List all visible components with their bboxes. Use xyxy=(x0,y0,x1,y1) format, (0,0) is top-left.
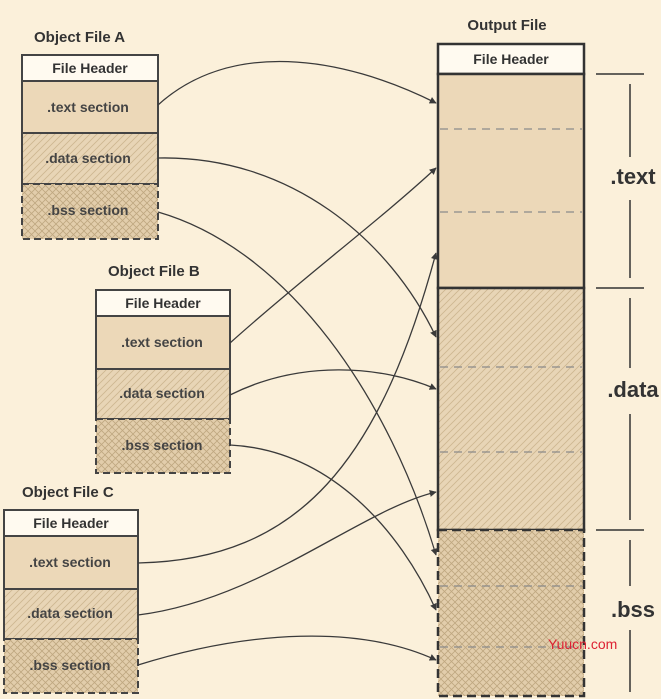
object-b-text-label: .text section xyxy=(121,334,203,350)
output-text-region xyxy=(436,72,586,290)
object-c-bss-section xyxy=(3,638,139,694)
object-file-b-title: Object File B xyxy=(108,263,200,280)
output-file: Output File File Header xyxy=(436,17,586,698)
object-a-bss-section xyxy=(21,183,159,240)
arrow-c-data-to-output-data xyxy=(137,490,437,616)
object-a-text-label: .text section xyxy=(47,99,129,115)
arrow-c-text-to-output-text xyxy=(137,252,438,564)
arrow-a-bss-to-output-bss xyxy=(157,211,438,556)
object-a-data-label: .data section xyxy=(45,150,131,166)
object-a-text-section xyxy=(21,80,159,134)
output-header-box xyxy=(436,42,586,76)
object-file-b: Object File B File Header .text section … xyxy=(95,263,231,474)
output-bss-region xyxy=(436,528,586,698)
object-c-bss-label: .bss section xyxy=(30,657,111,673)
arrow-b-bss-to-output-bss xyxy=(229,444,437,611)
watermark-text: Yuucn.com xyxy=(548,636,617,652)
object-c-data-label: .data section xyxy=(27,605,113,621)
arrow-a-text-to-output-text xyxy=(157,60,437,106)
object-b-data-label: .data section xyxy=(119,385,205,401)
output-data-label: .data xyxy=(607,377,659,402)
output-header-label: File Header xyxy=(473,51,549,67)
arrow-a-data-to-output-data xyxy=(157,157,437,338)
object-b-data-section xyxy=(95,368,231,420)
output-file-title: Output File xyxy=(467,17,546,34)
object-file-c: Object File C File Header .text section … xyxy=(3,484,139,694)
object-c-header-box xyxy=(3,509,139,537)
object-a-bss-label: .bss section xyxy=(48,202,129,218)
object-file-c-title: Object File C xyxy=(22,484,114,501)
output-data-region xyxy=(436,286,586,532)
object-c-text-section xyxy=(3,535,139,590)
object-a-header-label: File Header xyxy=(52,60,128,76)
object-b-bss-label: .bss section xyxy=(122,437,203,453)
object-b-header-label: File Header xyxy=(125,295,201,311)
section-brackets: .text .data .bss xyxy=(596,73,659,692)
object-file-a-title: Object File A xyxy=(34,29,125,46)
arrow-b-text-to-output-text xyxy=(229,167,437,344)
arrow-b-data-to-output-data xyxy=(229,369,437,396)
output-bss-label: .bss xyxy=(611,597,655,622)
object-b-bss-section xyxy=(95,418,231,474)
mapping-arrows xyxy=(137,60,438,666)
object-c-header-label: File Header xyxy=(33,515,109,531)
arrow-c-bss-to-output-bss xyxy=(137,635,437,666)
object-file-a: Object File A File Header .text section … xyxy=(21,29,159,240)
object-c-text-label: .text section xyxy=(29,554,111,570)
output-text-label: .text xyxy=(610,164,656,189)
